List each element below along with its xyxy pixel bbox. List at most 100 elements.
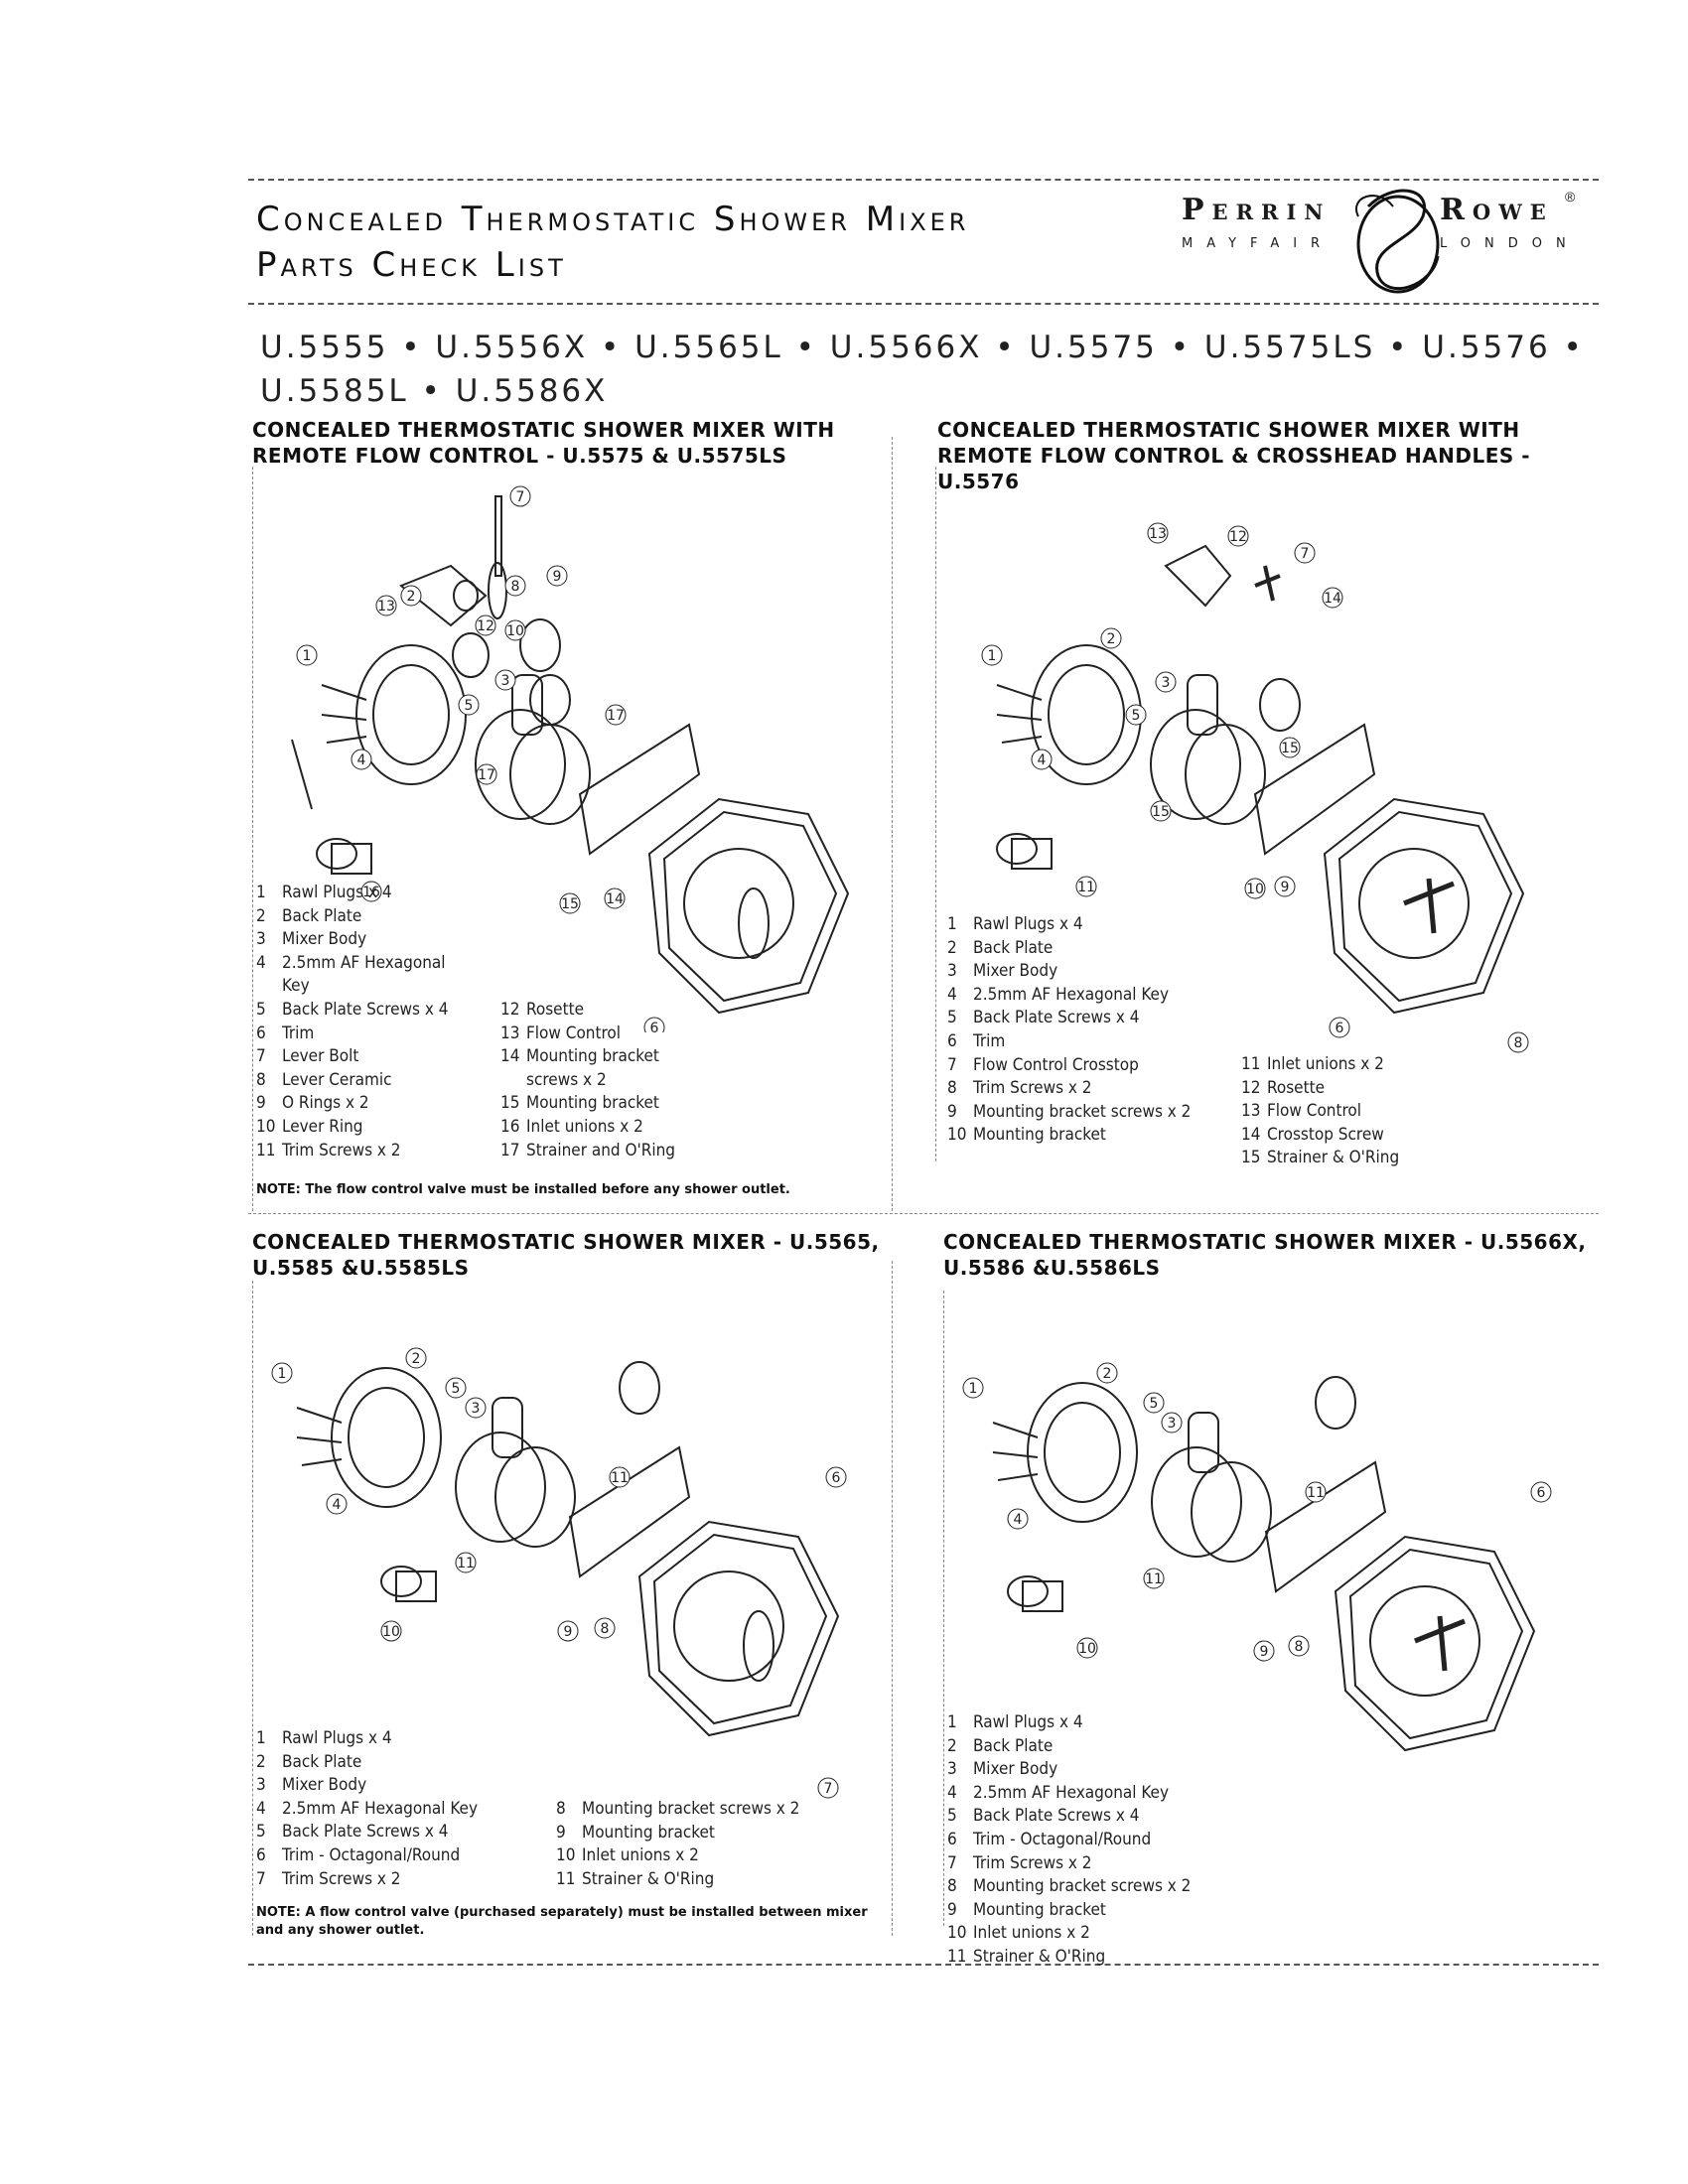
panel-frame <box>892 437 893 1211</box>
callout-17: 17 <box>605 704 627 726</box>
callout-3: 3 <box>465 1397 487 1419</box>
callout-12: 12 <box>1227 525 1249 547</box>
brand-name-left: Perrin <box>1182 193 1332 227</box>
callout-6: 6 <box>643 1017 665 1032</box>
svg-text:2: 2 <box>1107 631 1116 647</box>
panel-frame <box>935 467 936 1161</box>
callout-10: 10 <box>1076 1637 1098 1659</box>
callout-9: 9 <box>546 565 568 587</box>
callout-13: 13 <box>375 595 397 616</box>
svg-text:16: 16 <box>362 885 380 900</box>
exploded-diagram: 1 2 3 4 5 6 7 8 9 10 11 12 13 14 15 15 <box>981 522 1529 1053</box>
svg-text:9: 9 <box>564 1624 573 1640</box>
callout-7: 7 <box>509 485 531 507</box>
svg-text:1: 1 <box>278 1366 287 1382</box>
svg-text:7: 7 <box>516 489 525 505</box>
callout-15b: 15 <box>1150 800 1172 822</box>
svg-text:3: 3 <box>472 1401 481 1417</box>
callout-11b: 11 <box>1143 1568 1165 1589</box>
svg-text:14: 14 <box>606 891 624 907</box>
panel-note: NOTE: A flow control valve (purchased se… <box>256 1905 868 1938</box>
svg-text:1: 1 <box>303 648 312 664</box>
callout-2: 2 <box>400 585 422 607</box>
callout-8: 8 <box>594 1617 616 1639</box>
callout-15: 15 <box>559 892 581 914</box>
panel-frame <box>252 1281 253 1936</box>
svg-text:10: 10 <box>1078 1641 1096 1657</box>
svg-text:3: 3 <box>1168 1416 1177 1432</box>
callout-4: 4 <box>1007 1508 1029 1530</box>
svg-text:4: 4 <box>357 752 366 768</box>
header-bottom-rule <box>248 303 1599 305</box>
callout-11: 11 <box>1075 876 1097 897</box>
panel-frame <box>943 1291 944 1926</box>
panel-remote-flow-control: CONCEALED THERMOSTATIC SHOWER MIXER WITH… <box>252 417 888 1211</box>
panel-title: CONCEALED THERMOSTATIC SHOWER MIXER WITH… <box>252 418 835 468</box>
svg-text:11: 11 <box>457 1556 475 1571</box>
callout-8: 8 <box>1288 1635 1310 1657</box>
registered-mark: ® <box>1565 189 1576 205</box>
callout-14: 14 <box>1322 587 1343 609</box>
svg-text:5: 5 <box>452 1381 461 1397</box>
callout-9: 9 <box>557 1620 579 1642</box>
panel-note: NOTE: The flow control valve must be ins… <box>256 1182 790 1197</box>
svg-text:3: 3 <box>1162 675 1171 691</box>
svg-text:9: 9 <box>553 569 562 585</box>
svg-text:10: 10 <box>506 623 524 639</box>
callout-1: 1 <box>981 644 1003 666</box>
svg-text:15: 15 <box>561 896 579 912</box>
svg-text:4: 4 <box>333 1497 342 1513</box>
svg-text:15: 15 <box>1152 804 1170 820</box>
brand-name-right: Rowe <box>1440 193 1554 227</box>
svg-text:11: 11 <box>1307 1485 1325 1501</box>
callout-17b: 17 <box>476 763 497 785</box>
callout-10: 10 <box>1244 878 1266 899</box>
title-line-2: Parts Check List <box>256 245 567 285</box>
svg-text:14: 14 <box>1324 591 1341 607</box>
svg-text:8: 8 <box>601 1621 610 1637</box>
brand-logo: Perrin Rowe ® MAYFAIR LONDON <box>1172 177 1589 306</box>
callout-4: 4 <box>1031 749 1053 770</box>
brand-sub-left: MAYFAIR <box>1182 236 1335 251</box>
callout-5: 5 <box>458 694 480 716</box>
exploded-diagram: 1 2 3 4 5 6 7 8 9 10 11 11 <box>962 1362 1552 1752</box>
panel-crosshead-mixer: CONCEALED THERMOSTATIC SHOWER MIXER - U.… <box>943 1229 1599 1967</box>
svg-text:13: 13 <box>377 599 395 614</box>
svg-text:10: 10 <box>1246 882 1264 897</box>
callout-5: 5 <box>445 1377 467 1399</box>
svg-text:12: 12 <box>477 618 494 634</box>
panel-standard-mixer: CONCEALED THERMOSTATIC SHOWER MIXER - U.… <box>252 1229 888 1954</box>
callout-11: 11 <box>609 1466 631 1488</box>
